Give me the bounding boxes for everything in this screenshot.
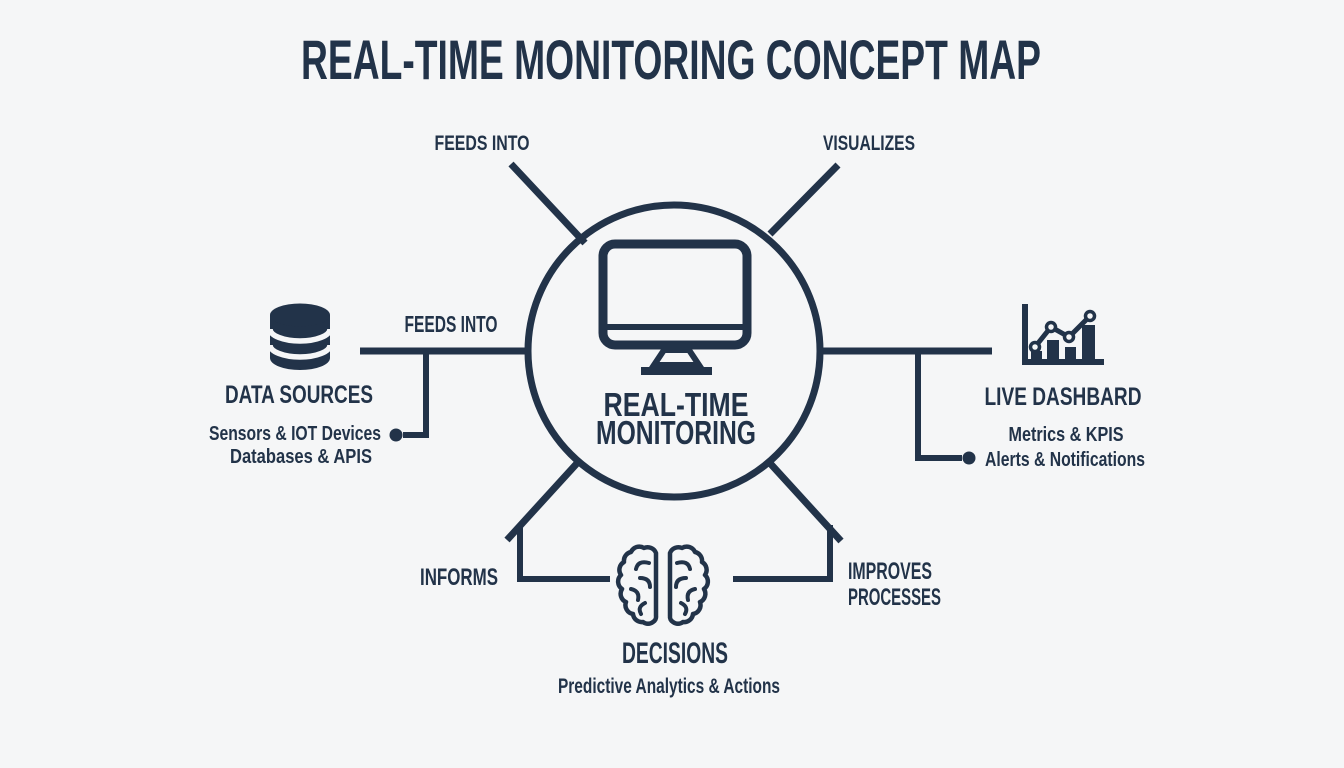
- edge-label-processes: PROCESSES: [848, 584, 941, 611]
- node-item-sensors-iot: Sensors & IOT Devices: [209, 423, 381, 445]
- center-circle: [524, 201, 824, 501]
- connector-bottom-left-elbow: [517, 524, 610, 582]
- edge-label-visualizes: VISUALIZES: [823, 132, 915, 155]
- database-gap-2: [267, 344, 333, 360]
- bar-3: [1065, 347, 1076, 362]
- bar-2: [1047, 340, 1059, 362]
- bar-chart-icon: [1022, 304, 1104, 365]
- node-item-databases-apis: Databases & APIS: [230, 446, 372, 468]
- edge-label-feeds-into-left: FEEDS INTO: [405, 311, 498, 337]
- monitor-screen: [598, 239, 752, 350]
- edge-label-improves: IMPROVES: [848, 558, 932, 585]
- monitor-icon: [598, 239, 752, 375]
- trend-dot-1: [1028, 340, 1042, 354]
- node-item-metrics-kpis: Metrics & KPIS: [1009, 424, 1124, 446]
- bar-chart-axes: [1022, 304, 1104, 365]
- monitor-stand: [648, 347, 705, 368]
- trend-dot-3: [1062, 330, 1076, 344]
- center-label-line2: MONITORING: [596, 414, 756, 451]
- database-gap-1: [267, 328, 333, 344]
- trend-dot-4: [1083, 309, 1097, 323]
- brain-left-lobe: [615, 544, 659, 626]
- trend-dot-2: [1044, 320, 1058, 334]
- connector-top-left-diagonal: [508, 161, 588, 246]
- connector-right-branch: [915, 348, 962, 461]
- edge-label-feeds-into-top: FEEDS INTO: [435, 132, 530, 155]
- node-item-alerts-notifications: Alerts & Notifications: [985, 449, 1145, 471]
- database-top: [270, 303, 330, 327]
- brain-right-folds: [674, 560, 697, 616]
- center-label-line1: REAL-TIME: [604, 386, 749, 423]
- bar-1: [1031, 351, 1042, 362]
- brain-left-folds: [629, 560, 652, 616]
- bullet-dot-right: [962, 451, 976, 465]
- edge-label-informs: INFORMS: [420, 564, 498, 591]
- node-title-live-dashboard: LIVE DASHBARD: [985, 383, 1142, 411]
- trend-line: [1033, 314, 1092, 349]
- connector-bottom-right-elbow: [733, 525, 833, 582]
- node-item-predictive-analytics: Predictive Analytics & Actions: [558, 675, 780, 698]
- brain-icon: [615, 544, 711, 626]
- node-title-data-sources: DATA SOURCES: [225, 381, 373, 409]
- database-icon: [267, 303, 333, 370]
- node-title-decisions: DECISIONS: [622, 637, 728, 670]
- bar-4: [1082, 325, 1095, 362]
- bullet-dot-left: [389, 428, 403, 442]
- page-title: REAL-TIME MONITORING CONCEPT MAP: [301, 28, 1041, 91]
- connector-left-branch: [403, 348, 429, 438]
- brain-right-lobe: [667, 544, 711, 626]
- connector-top-right-diagonal: [767, 162, 841, 237]
